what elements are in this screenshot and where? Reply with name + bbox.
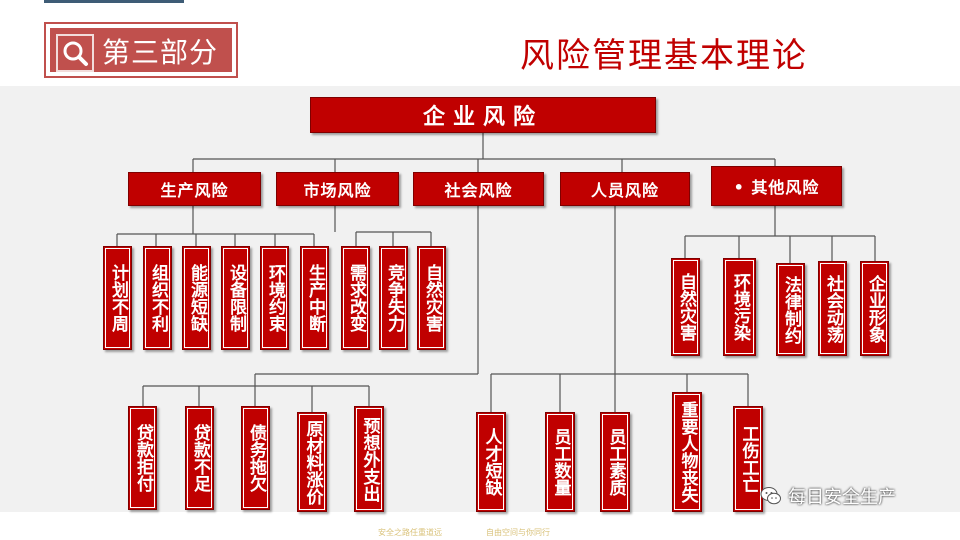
connector-lines	[116, 133, 876, 412]
leaf-other-3: 法律制约	[776, 263, 805, 356]
page-title: 风险管理基本理论	[520, 36, 808, 76]
section-badge: 第三部分	[44, 22, 238, 78]
diagram-canvas: 企业风险 生产风险 市场风险 社会风险 人员风险 • 其他风险 计划不周 组织不…	[0, 86, 960, 512]
leaf-personnel-5: 工伤工亡	[733, 406, 763, 512]
leaf-production-5: 环境约束	[260, 246, 289, 350]
leaf-production-6: 生产中断	[300, 246, 329, 350]
leaf-other-2: 环境污染	[723, 258, 756, 356]
leaf-personnel-1: 人才短缺	[476, 412, 506, 512]
leaf-market-1: 需求改变	[341, 246, 370, 350]
category-social: 社会风险	[413, 172, 544, 206]
magnifier-icon	[56, 34, 94, 72]
leaf-other-1: 自然灾害	[671, 258, 700, 356]
leaf-social-5: 预想外支出	[354, 406, 384, 512]
leaf-social-4: 原材料涨价	[297, 412, 327, 512]
top-accent-bar	[44, 0, 184, 3]
section-label: 第三部分	[102, 36, 219, 69]
category-other: • 其他风险	[711, 166, 842, 206]
leaf-other-4: 社会动荡	[818, 261, 847, 356]
category-production: 生产风险	[128, 172, 261, 206]
watermark-text: 每日安全生产	[788, 487, 896, 508]
root-node: 企业风险	[310, 97, 656, 133]
leaf-social-1: 贷款拒付	[128, 406, 157, 510]
leaf-social-3: 债务拖欠	[241, 406, 270, 510]
leaf-market-3: 自然灾害	[417, 246, 446, 350]
leaf-social-2: 贷款不足	[185, 406, 214, 510]
section-badge-fill: 第三部分	[50, 28, 232, 72]
watermark: 每日安全生产	[760, 483, 896, 509]
wechat-icon	[760, 487, 781, 505]
leaf-production-2: 组织不利	[143, 246, 172, 350]
footer-right-text: 自由空间与你同行	[486, 528, 550, 537]
leaf-personnel-2: 员工数量	[545, 412, 575, 512]
leaf-production-4: 设备限制	[221, 246, 250, 350]
leaf-production-3: 能源短缺	[182, 246, 211, 350]
leaf-market-2: 竞争失力	[379, 246, 408, 350]
category-personnel: 人员风险	[560, 172, 690, 206]
leaf-other-5: 企业形象	[860, 261, 889, 356]
category-market: 市场风险	[276, 172, 399, 206]
leaf-production-1: 计划不周	[103, 246, 132, 350]
leaf-personnel-4: 重要人物丧失	[672, 392, 702, 512]
leaf-personnel-3: 员工素质	[600, 412, 630, 512]
footer-left-text: 安全之路任重道远	[378, 528, 442, 537]
